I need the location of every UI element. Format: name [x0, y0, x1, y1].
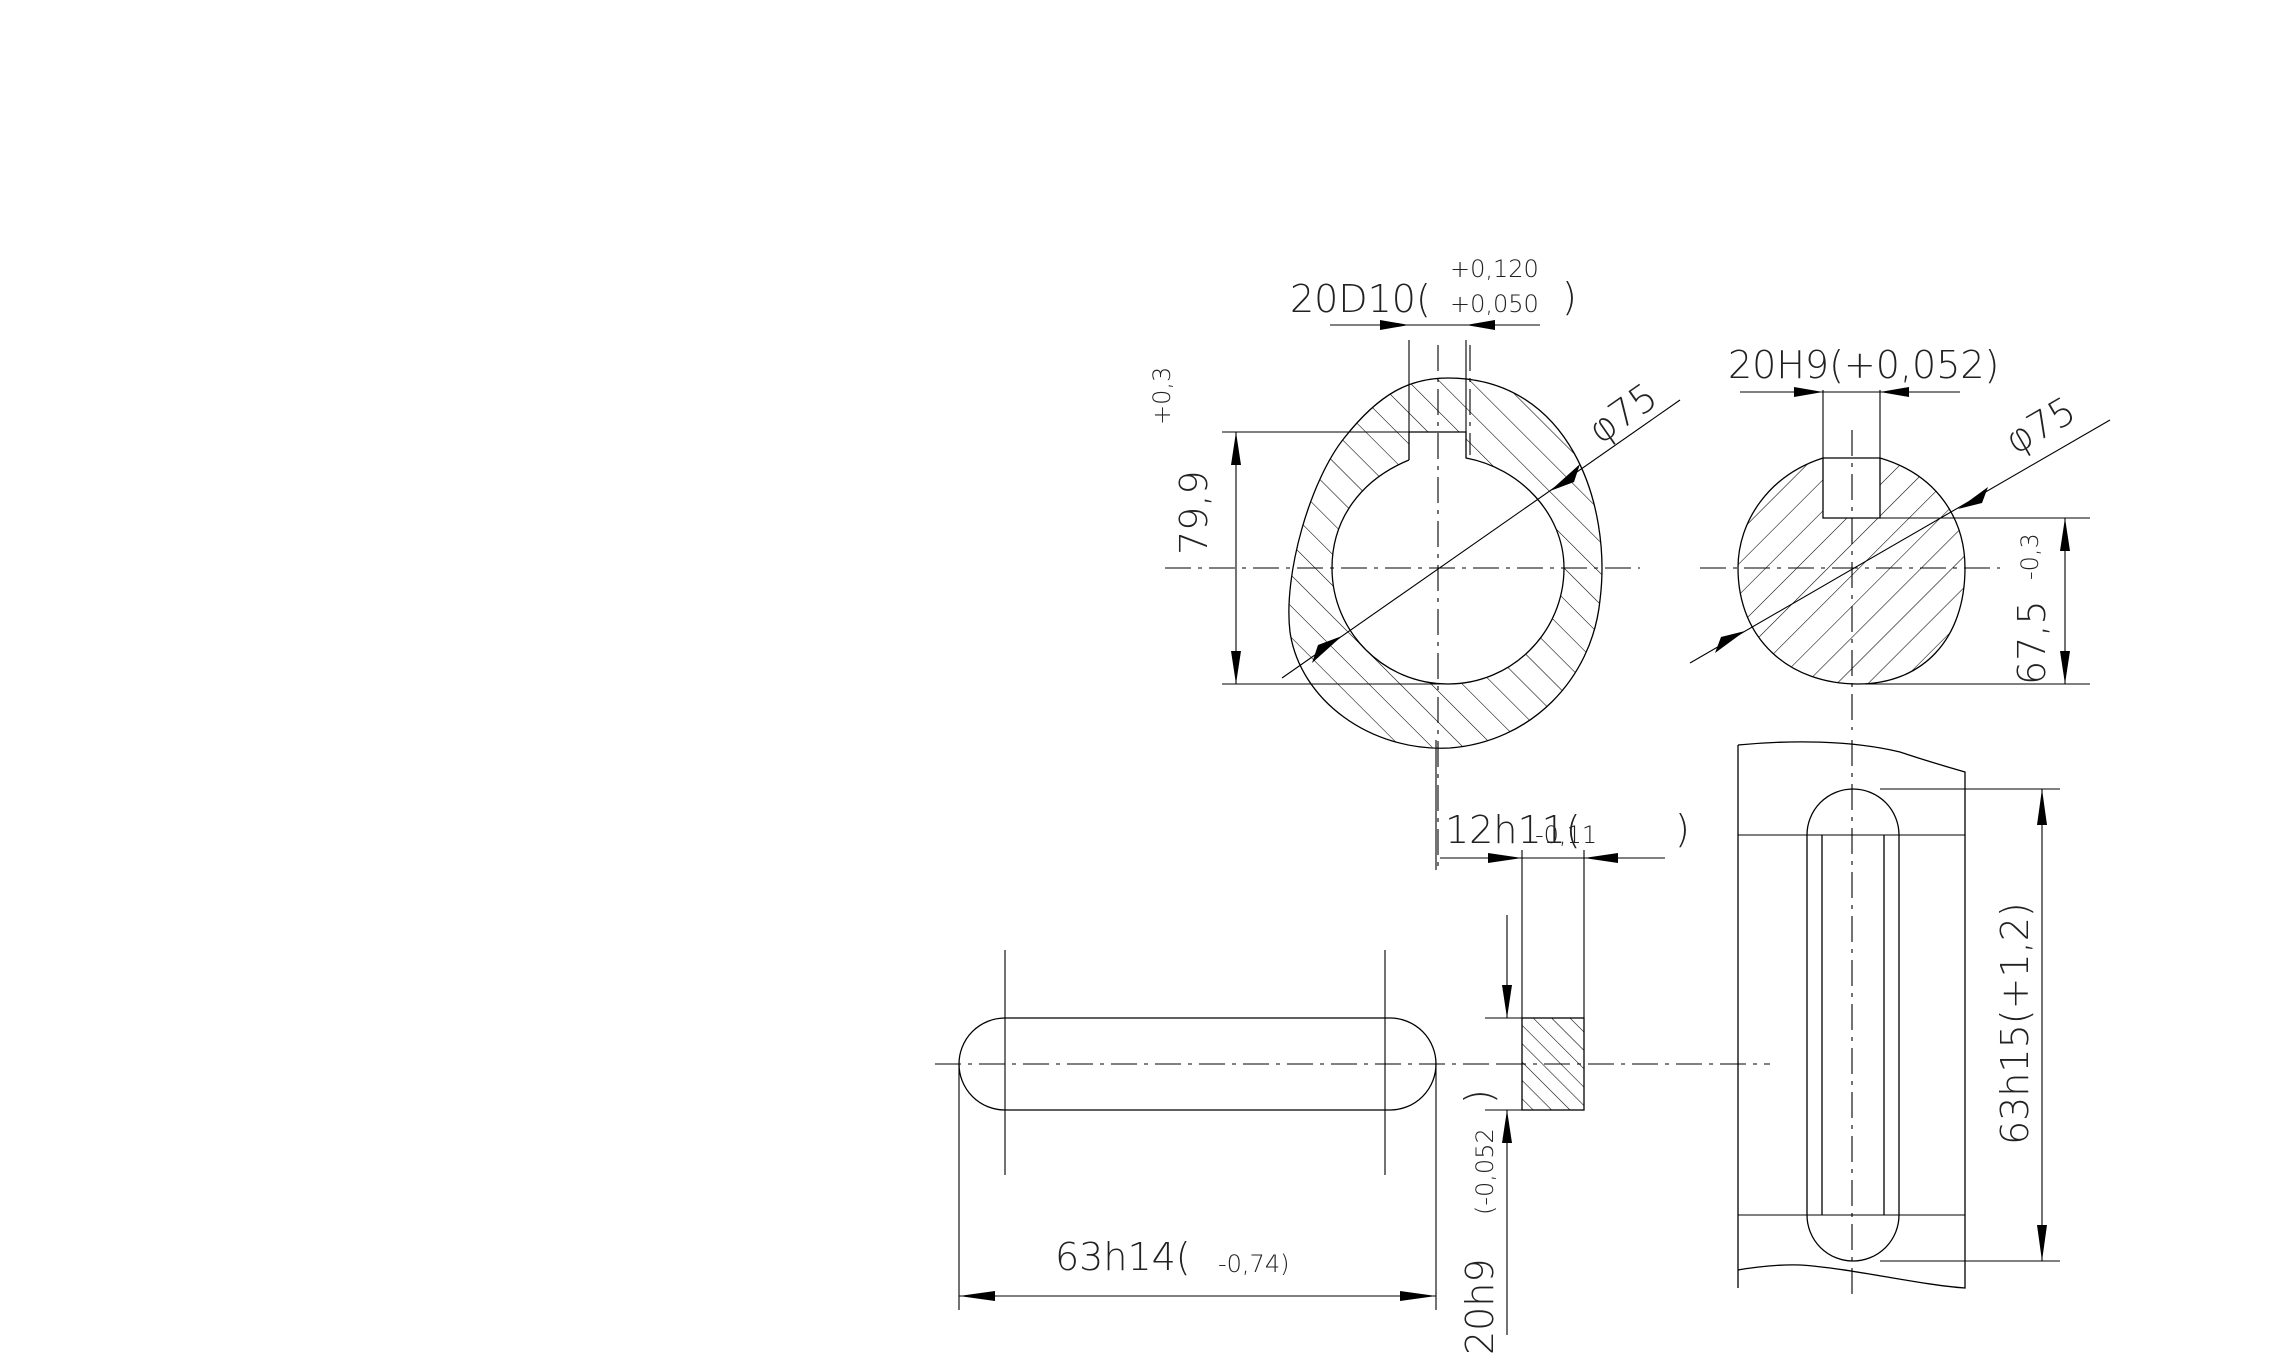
key-height-close-paren: ) [1675, 807, 1690, 851]
hub-depth-dimension: 79,9 +0,3 [1148, 367, 1440, 685]
key-width-dimension: 20h9 (-0,052 ) [1457, 915, 1522, 1355]
hub-key-width-upper-tol: +0,120 [1450, 255, 1539, 283]
slot-length-dimension: 63h15(+1,2) [1880, 788, 2060, 1262]
shaft-depth-label: 67,5 [2010, 600, 2054, 685]
hub-depth-label: 79,9 [1172, 470, 1216, 555]
hub-key-width-dimension: 20D10( +0,120 +0,050 ) [1290, 255, 1577, 432]
key-length-tol: -0,74) [1218, 1250, 1289, 1278]
hub-outer-contour [1288, 377, 1603, 749]
key-top-view [935, 950, 1500, 1175]
shaft-slot-width-label: 20H9(+0,052) [1728, 343, 1999, 387]
key-length-dimension: 63h14( -0,74) [958, 1064, 1437, 1310]
shaft-depth-tol: -0,3 [2016, 533, 2044, 580]
key-outline [958, 1017, 1437, 1111]
hub-key-width-lower-tol: +0,050 [1450, 290, 1539, 318]
key-height-dimension: 12h11( -0,11 ) [1435, 740, 1690, 1018]
hub-depth-tol: +0,3 [1148, 367, 1176, 425]
hub-key-width-close-paren: ) [1562, 275, 1577, 319]
key-width-tol: (-0,052 [1471, 1128, 1499, 1215]
key-cross-section [1500, 1017, 1770, 1111]
hub-hatch-area [1288, 378, 1602, 749]
key-height-tol: -0,11 [1535, 821, 1597, 849]
shaft-diameter-label: φ75 [1998, 388, 2084, 463]
shaft-cross-section [1700, 430, 2000, 730]
key-length-label: 63h14( [1055, 1235, 1191, 1279]
key-height-label: 12h11( [1445, 808, 1581, 852]
shaft-depth-dimension: 67,5 -0,3 [1860, 517, 2090, 685]
shaft-side-outline [1737, 741, 1966, 1289]
shaft-slot-width-dimension: 20H9(+0,052) [1728, 343, 1999, 458]
key-width-label: 20h9 [1458, 1258, 1502, 1355]
slot-length-label: 63h15(+1,2) [1993, 902, 2037, 1145]
key-width-close-paren: ) [1457, 1089, 1501, 1104]
shaft-side-view [1737, 740, 1966, 1300]
hub-key-width-label: 20D10( [1290, 277, 1431, 321]
shaft-slot-outer [1806, 788, 1900, 1262]
